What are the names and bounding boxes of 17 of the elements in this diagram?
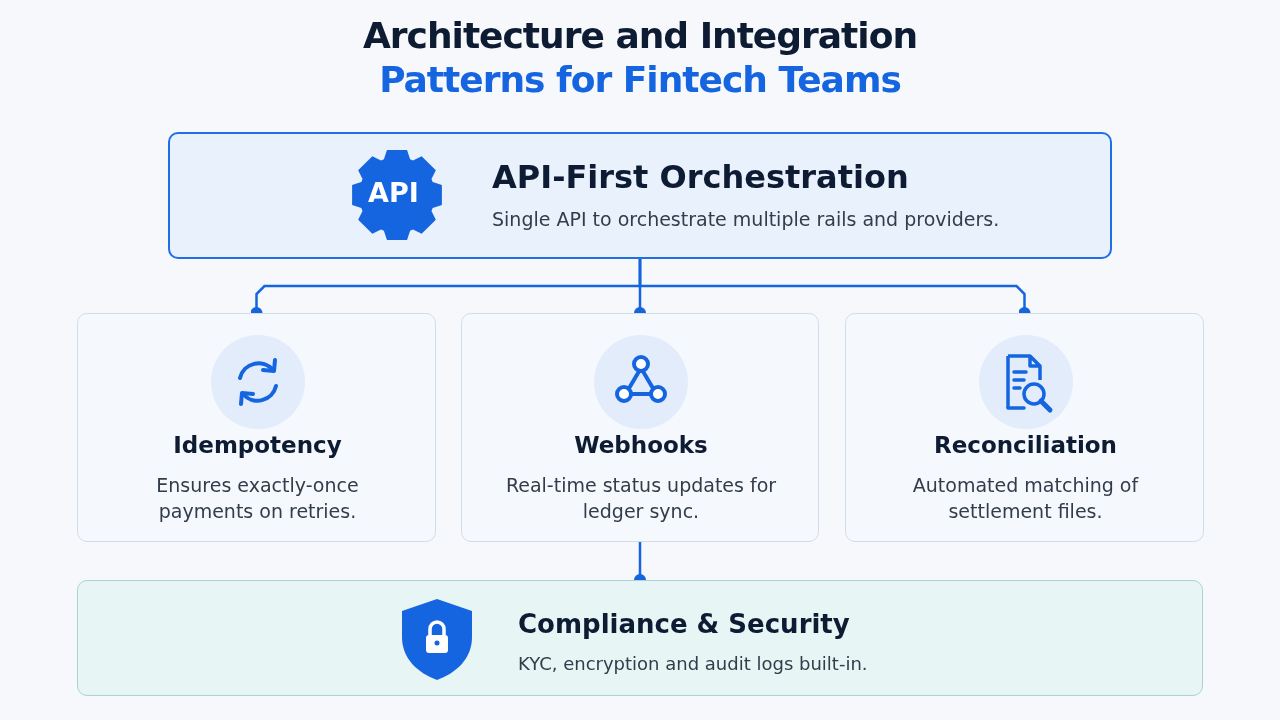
- title: Architecture and Integration Patterns for Fintech Teams: [362, 14, 918, 102]
- heading: Webhooks: [573, 432, 709, 458]
- heading: Idempotency: [172, 432, 343, 458]
- feature-card: [845, 313, 1204, 542]
- description: Ensures exactly-once payments on retries.: [155, 473, 360, 524]
- icon-label: API: [368, 177, 419, 208]
- description: KYC, encryption and audit logs built-in.: [518, 653, 869, 674]
- description: Real-time status updates for ledger sync.: [504, 473, 778, 524]
- heading: Compliance & Security: [518, 609, 850, 639]
- description: Automated matching of settlement files.: [911, 473, 1140, 524]
- description: Single API to orchestrate multiple rails and providers.: [492, 208, 1001, 230]
- heading: Reconciliation: [933, 432, 1118, 458]
- heading: API-First Orchestration: [492, 158, 909, 196]
- feature-card: [461, 313, 819, 542]
- compliance-box: [77, 580, 1203, 696]
- process-box: [168, 132, 1112, 259]
- feature-card: [77, 313, 436, 542]
